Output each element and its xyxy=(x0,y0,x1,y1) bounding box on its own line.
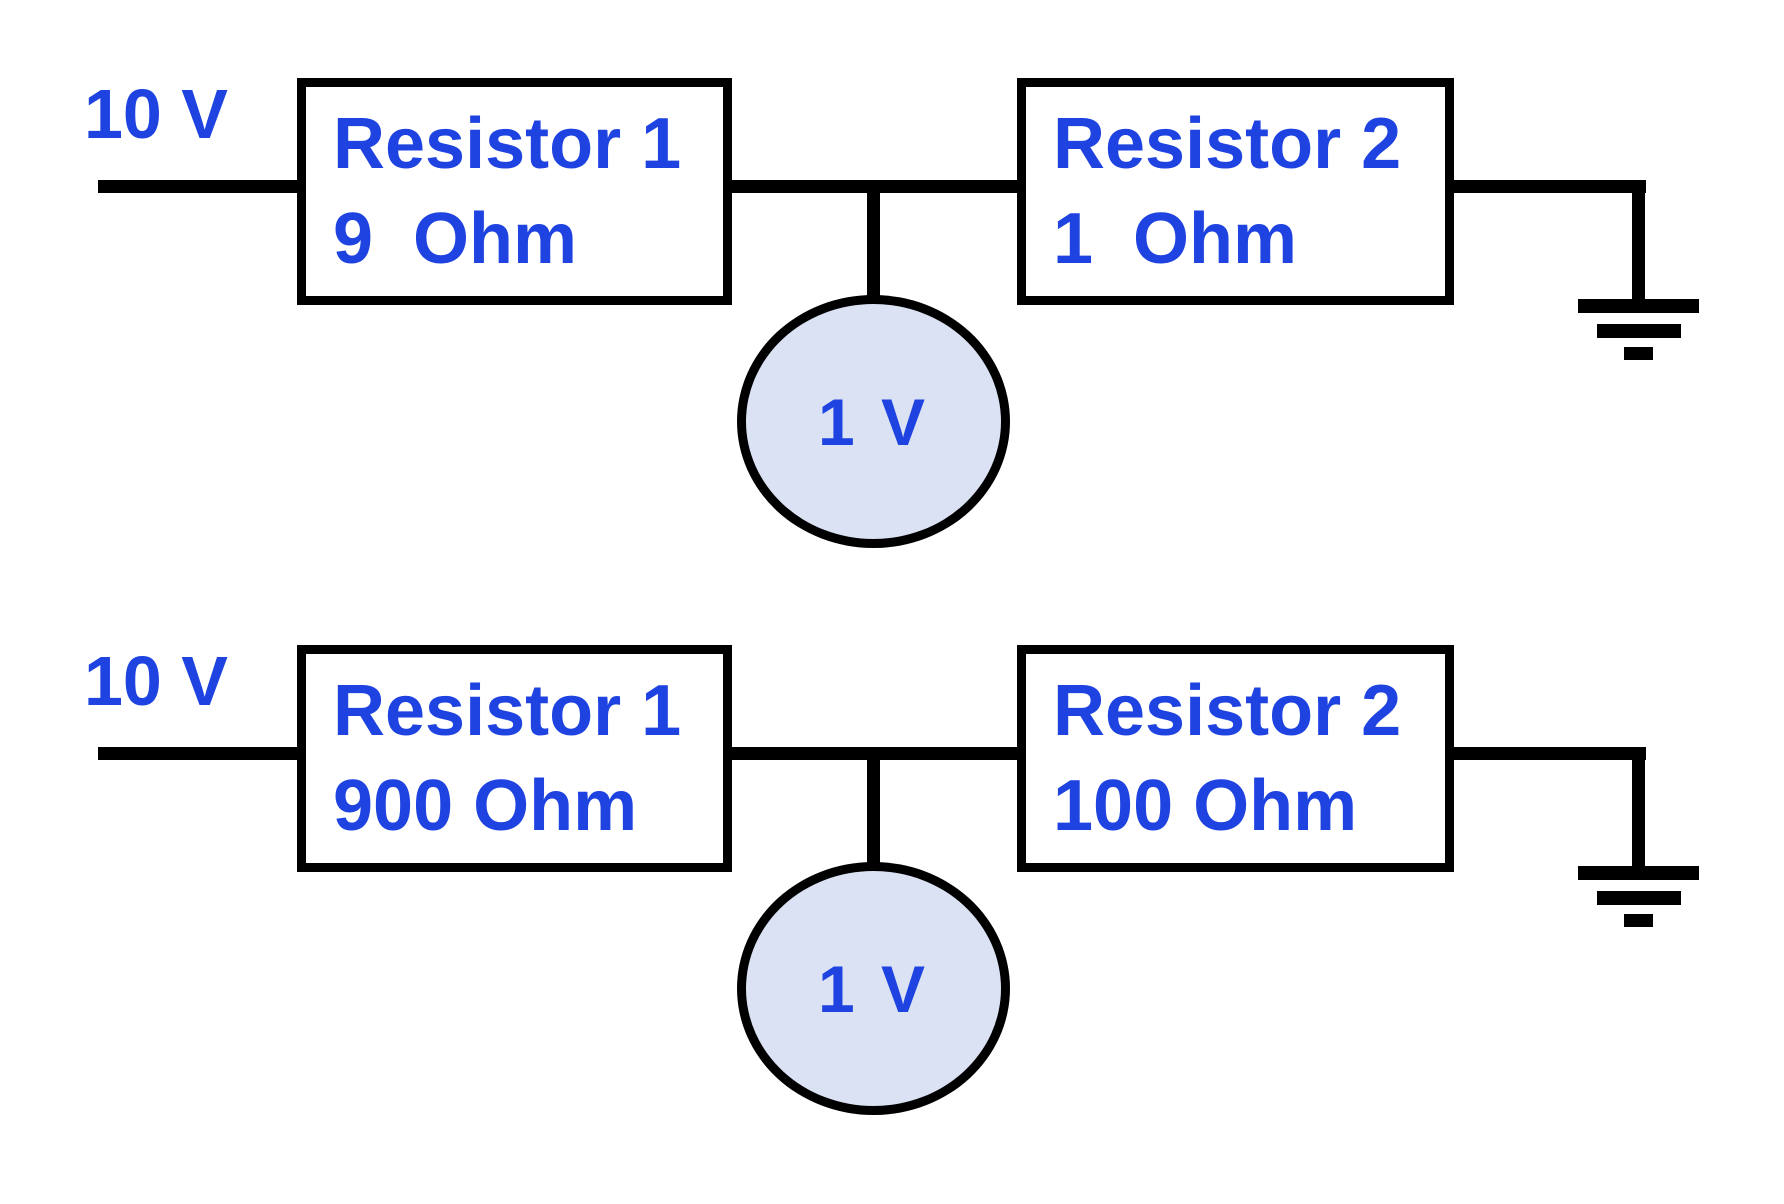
voltage-node-circle: 1 V xyxy=(737,862,1010,1115)
source-voltage-label: 10 V xyxy=(84,642,228,720)
ground-bar-wide xyxy=(1578,866,1699,880)
circuit-bottom: 10 V Resistor 1 900 Ohm Resistor 2 100 O… xyxy=(0,567,1784,1167)
wire-resistor2-to-ground xyxy=(1450,747,1646,760)
voltage-node-circle: 1 V xyxy=(737,295,1010,548)
resistor1-box: Resistor 1 900 Ohm xyxy=(297,645,732,872)
ground-bar-narrow xyxy=(1624,347,1653,360)
resistor2-value: 100 Ohm xyxy=(1053,765,1358,846)
resistor2-name: Resistor 2 xyxy=(1053,670,1402,751)
source-voltage-label: 10 V xyxy=(84,75,228,153)
wire-source-to-resistor1 xyxy=(98,180,304,193)
resistor2-value: 1 Ohm xyxy=(1053,198,1298,279)
ground-icon xyxy=(1632,749,1645,873)
ground-icon xyxy=(1632,182,1645,306)
resistor1-name: Resistor 1 xyxy=(333,670,682,751)
resistor1-box: Resistor 1 9 Ohm xyxy=(297,78,732,305)
resistor2-box: Resistor 2 1 Ohm xyxy=(1017,78,1454,305)
wire-source-to-resistor1 xyxy=(98,747,304,760)
resistor2-name: Resistor 2 xyxy=(1053,103,1402,184)
node-voltage-label: 1 V xyxy=(817,951,930,1026)
ground-bar-wide xyxy=(1578,299,1699,313)
circuit-top: 10 V Resistor 1 9 Ohm Resistor 2 1 Ohm 1… xyxy=(0,0,1784,600)
ground-bar-medium xyxy=(1597,324,1681,338)
resistor1-name: Resistor 1 xyxy=(333,103,682,184)
wire-resistor1-to-resistor2 xyxy=(728,180,1021,193)
wire-resistor2-to-ground xyxy=(1450,180,1646,193)
resistor2-box: Resistor 2 100 Ohm xyxy=(1017,645,1454,872)
wire-junction-to-node xyxy=(867,187,880,299)
resistor1-value: 900 Ohm xyxy=(333,765,638,846)
ground-bar-narrow xyxy=(1624,914,1653,927)
node-voltage-label: 1 V xyxy=(817,384,930,459)
resistor1-value: 9 Ohm xyxy=(333,198,578,279)
ground-bar-medium xyxy=(1597,891,1681,905)
wire-resistor1-to-resistor2 xyxy=(728,747,1021,760)
wire-junction-to-node xyxy=(867,754,880,866)
